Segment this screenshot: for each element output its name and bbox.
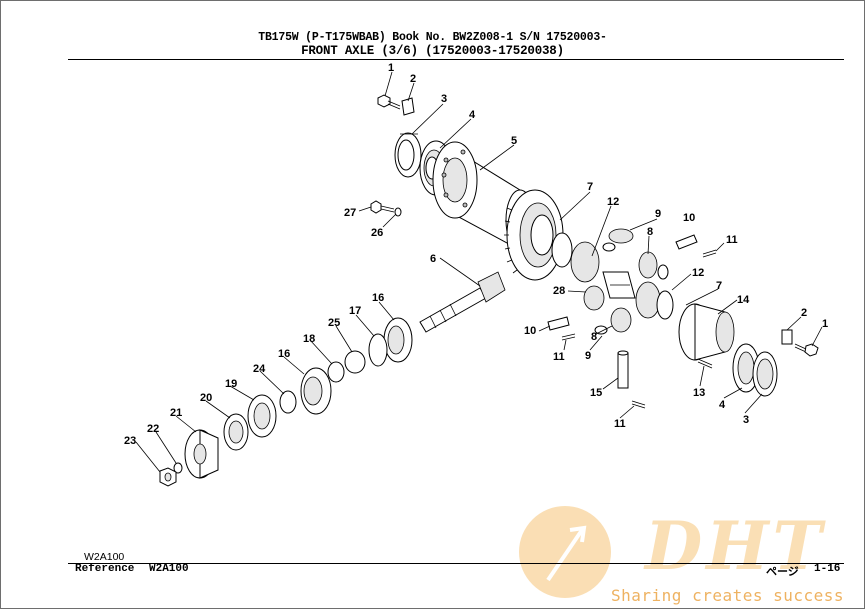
callout-16-upper: 16 [372, 292, 384, 304]
collar-part-25 [344, 350, 366, 374]
callout-12-top: 12 [607, 196, 619, 208]
callout-7-right: 7 [716, 280, 722, 292]
callout-20: 20 [200, 392, 212, 404]
callout-8-top: 8 [647, 226, 653, 238]
callout-17: 17 [349, 305, 361, 317]
callout-15: 15 [590, 387, 602, 399]
callout-3-top: 3 [441, 93, 447, 105]
header-rule [68, 59, 844, 60]
callout-8-bottom: 8 [591, 331, 597, 343]
callout-22: 22 [147, 423, 159, 435]
callout-6: 6 [430, 253, 436, 265]
pin-part-11-right [702, 249, 717, 258]
callout-labels: 1 2 3 4 5 27 26 6 7 12 9 8 10 11 12 28 7… [124, 62, 828, 447]
watermark-emblem [519, 506, 611, 598]
bolt-part-1-top [377, 94, 401, 110]
pin-part-11-bottom [631, 400, 646, 409]
callout-2-top: 2 [410, 73, 416, 85]
callout-11-right: 11 [726, 234, 738, 246]
pin-part-11-left [561, 333, 576, 341]
callout-19: 19 [225, 378, 237, 390]
callout-16-lower: 16 [278, 348, 290, 360]
callout-11-left: 11 [553, 351, 565, 363]
seal-part-20 [223, 413, 249, 451]
callout-14: 14 [737, 294, 750, 306]
spacer-part-24 [279, 390, 297, 414]
callout-12-right: 12 [692, 267, 704, 279]
callout-2-right: 2 [801, 307, 807, 319]
callout-9-bottom: 9 [585, 350, 591, 362]
callout-27: 27 [344, 207, 356, 219]
pin-part-10-right [675, 234, 698, 250]
bolt-part-27 [370, 200, 395, 214]
side-gears-part-8-9 [583, 228, 669, 335]
callout-1-top: 1 [388, 62, 394, 74]
callout-10-right: 10 [683, 212, 695, 224]
callout-11-bottom: 11 [614, 418, 626, 430]
lock-plate-part-2-right [781, 329, 793, 345]
callout-5: 5 [511, 135, 517, 147]
hub-flange-part-14 [678, 303, 735, 361]
callout-28: 28 [553, 285, 565, 297]
spacer-part-18 [327, 361, 345, 383]
oil-seal-part-3-top [394, 132, 422, 178]
header-model-line: TB175W (P-T175WBAB) Book No. BW2Z008-1 S… [258, 31, 607, 44]
ring-part-17 [368, 333, 388, 367]
callout-10-left: 10 [524, 325, 536, 337]
oil-seal-part-3-right [752, 351, 778, 397]
watermark-tagline: Sharing creates success [611, 586, 845, 605]
reference-label: Reference [75, 563, 135, 575]
nut-part-23 [159, 467, 177, 487]
callout-4-right: 4 [719, 399, 726, 411]
header-title: FRONT AXLE (3/6) (17520003-17520038) [301, 44, 564, 58]
callout-24: 24 [253, 363, 266, 375]
callout-21: 21 [170, 407, 182, 419]
washer-part-22 [173, 462, 183, 474]
callout-9-top: 9 [655, 208, 661, 220]
watermark-logo: DHT [645, 507, 826, 585]
leader-lines [135, 71, 823, 473]
shaft-part-15 [617, 350, 629, 389]
callout-23: 23 [124, 435, 136, 447]
bolt-part-13 [697, 358, 713, 369]
bolt-part-1-right [794, 343, 819, 357]
callout-26: 26 [371, 227, 383, 239]
callout-1-right: 1 [822, 318, 828, 330]
differential-case-parts-12-7 [551, 232, 674, 320]
callout-4-top: 4 [469, 109, 476, 121]
bearing-part-16-lower [300, 367, 332, 415]
page-label: ページ [766, 567, 799, 579]
washer-part-26 [394, 207, 402, 217]
ring-gear-part-7-top [504, 189, 564, 281]
callout-3-right: 3 [743, 414, 749, 426]
callout-7-top: 7 [587, 181, 593, 193]
companion-flange-part-21 [184, 429, 219, 479]
pinion-shaft-part-6 [419, 271, 506, 333]
reference-code: W2A100 [149, 563, 189, 575]
callout-18: 18 [303, 333, 315, 345]
pin-part-10-left [547, 316, 570, 331]
bearing-part-16-upper [383, 317, 413, 363]
seal-part-19 [247, 394, 277, 438]
callout-13: 13 [693, 387, 705, 399]
reference-code-small: W2A100 [84, 551, 125, 563]
page-number: 1-16 [814, 563, 841, 575]
footer-rule [68, 563, 844, 564]
callout-25: 25 [328, 317, 340, 329]
